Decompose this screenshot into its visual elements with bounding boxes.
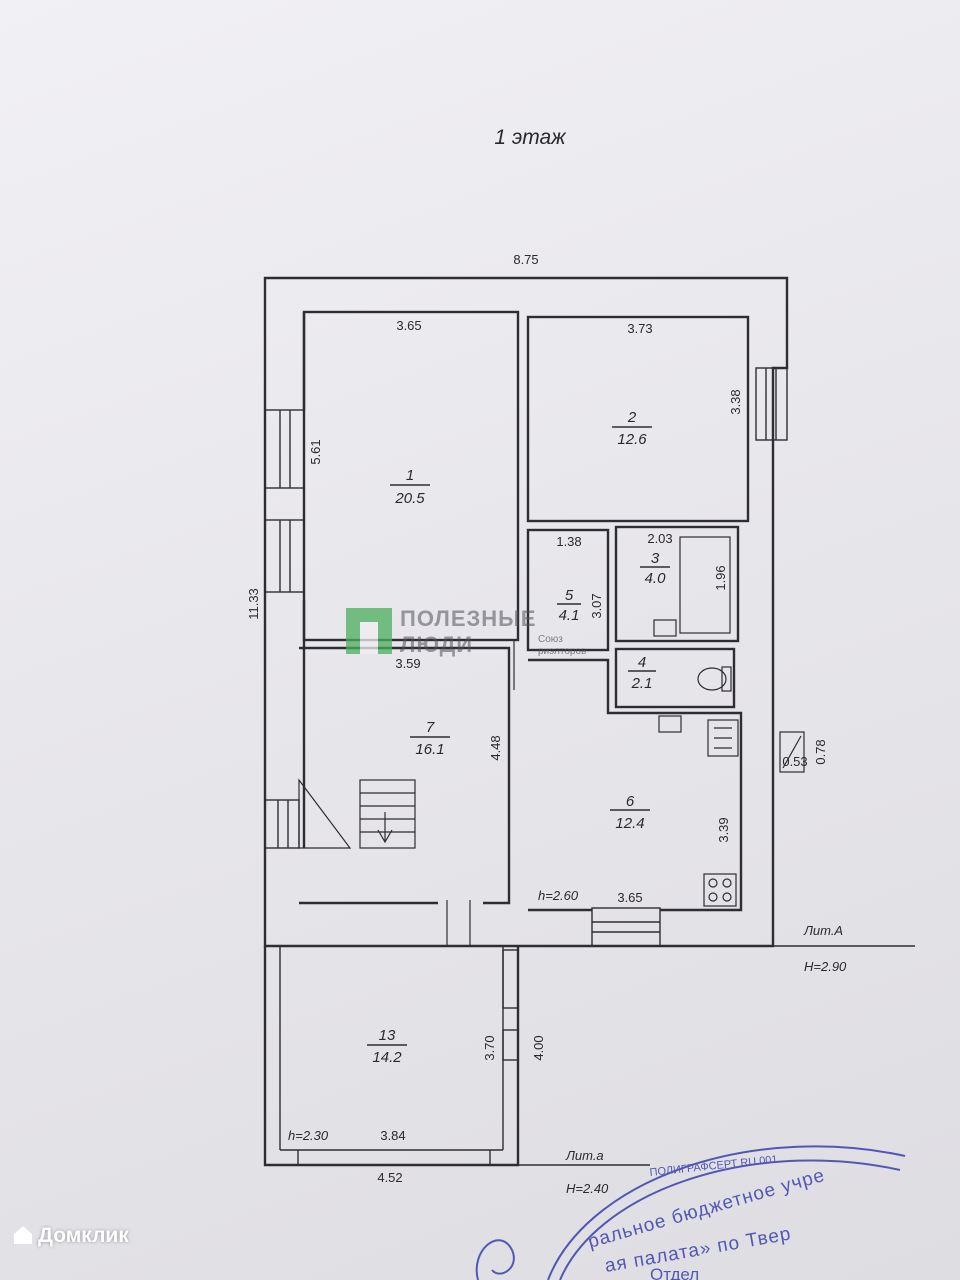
- bathtub: [679, 536, 731, 634]
- watermark-sub2: риэлторов: [538, 646, 587, 657]
- dim-room3-width: 2.03: [647, 531, 672, 546]
- dim-room3-height: 1.96: [713, 565, 728, 590]
- veranda-window-2: [502, 1029, 519, 1061]
- stair-arrow: [377, 812, 393, 844]
- room-7-outline: [299, 646, 511, 905]
- veranda: [263, 946, 520, 1167]
- staircase: [359, 779, 416, 849]
- room-1-label: 1 20.5: [390, 467, 430, 507]
- dim-room1-height: 5.61: [308, 439, 323, 464]
- lit-a-veranda: Лит.а: [565, 1148, 604, 1163]
- veranda-height: h=2.30: [288, 1128, 329, 1143]
- room-area: 4.0: [645, 570, 667, 587]
- room-outlines: [299, 310, 750, 947]
- watermark-sub1: Союз: [538, 634, 563, 645]
- lit-a-main-height: H=2.90: [804, 959, 847, 974]
- svg-text:Отдел: Отдел: [650, 1265, 699, 1280]
- room-number: 2: [627, 409, 637, 426]
- plan-title: 1 этаж: [494, 126, 567, 149]
- dim-room13-height-inner: 3.70: [482, 1035, 497, 1060]
- dim-room2-height: 3.38: [728, 389, 743, 414]
- dim-room6-width: 3.65: [617, 890, 642, 905]
- room-number: 1: [406, 467, 414, 484]
- dim-room2-width: 3.73: [627, 321, 652, 336]
- room-1-outline: [302, 310, 520, 642]
- stove: [703, 873, 737, 907]
- room-area: 16.1: [415, 741, 444, 758]
- room-4-outline: [614, 647, 736, 709]
- agency-watermark: ПОЛЕЗНЫЕ ЛЮДИ Союз риэлторов: [346, 606, 606, 662]
- toilet-tank: [721, 666, 732, 692]
- dim-room5-width: 1.38: [556, 534, 581, 549]
- dim-room5-height: 3.07: [589, 593, 604, 618]
- dim-chimney-height: 0.78: [813, 739, 828, 764]
- dim-room13-width-outer: 4.52: [377, 1170, 402, 1185]
- window-room1: [264, 409, 305, 489]
- chimney: [779, 731, 805, 773]
- dim-room13-width-inner: 3.84: [380, 1128, 405, 1143]
- room-2-label: 2 12.6: [612, 409, 652, 448]
- bath-sink: [653, 619, 677, 637]
- fixtures: [298, 536, 805, 946]
- room-6-outline: [528, 658, 743, 912]
- room-area: 2.1: [631, 675, 653, 692]
- staircase-winder: [298, 778, 352, 849]
- brand-name: Домклик: [38, 1224, 129, 1247]
- room-area: 14.2: [372, 1049, 402, 1066]
- kitchen-height: h=2.60: [538, 888, 579, 903]
- veranda-window-1: [502, 949, 519, 1009]
- room-area: 12.4: [615, 815, 644, 832]
- room-number: 5: [565, 587, 574, 604]
- dim-room7-height: 4.48: [488, 735, 503, 760]
- room-13-label: 13 14.2: [367, 1027, 407, 1066]
- room-area: 4.1: [559, 607, 580, 624]
- room-number: 6: [626, 793, 635, 810]
- svg-text:ПОЛИГРАФСЕРТ RU.001: ПОЛИГРАФСЕРТ RU.001: [649, 1154, 778, 1179]
- agency-logo-icon: [346, 608, 392, 654]
- window-room1-lower: [264, 519, 305, 593]
- room-area: 20.5: [394, 490, 425, 507]
- room-6-label: 6 12.4: [610, 793, 650, 832]
- room-3-outline: [614, 525, 740, 643]
- dim-room7-width: 3.59: [395, 656, 420, 671]
- house-icon: [14, 1226, 32, 1244]
- watermark-line2: ЛЮДИ: [400, 632, 474, 657]
- domclick-brand: Домклик: [14, 1224, 129, 1248]
- kitchen-appliance: [707, 719, 739, 757]
- room-5-label: 5 4.1: [557, 587, 581, 624]
- room-5-outline: [526, 528, 610, 652]
- dim-chimney-width: 0.53: [782, 754, 807, 769]
- window-room2: [755, 367, 788, 441]
- room-3-label: 3 4.0: [640, 550, 670, 587]
- lit-a-veranda-height: H=2.40: [566, 1181, 609, 1196]
- room-7-label: 7 16.1: [410, 719, 450, 758]
- room-2-outline: [526, 315, 750, 523]
- kitchen-window: [591, 907, 661, 947]
- dim-room1-width: 3.65: [396, 318, 421, 333]
- lit-a-main: Лит.А: [803, 923, 843, 938]
- official-stamp: ПОЛИГРАФСЕРТ RU.001 ральное бюджетное уч…: [475, 1145, 906, 1280]
- room-area: 12.6: [617, 431, 647, 448]
- dim-overall-height: 11.33: [246, 588, 261, 620]
- kitchen-sink: [658, 715, 682, 733]
- dim-overall-width: 8.75: [513, 252, 538, 267]
- dim-room13-height-outer: 4.00: [531, 1035, 546, 1060]
- watermark-line1: ПОЛЕЗНЫЕ: [400, 606, 537, 631]
- room-4-label: 4 2.1: [628, 654, 656, 692]
- room-number: 4: [638, 654, 646, 671]
- window-room7: [264, 799, 300, 849]
- room-number: 3: [651, 550, 660, 567]
- room-number: 7: [426, 719, 435, 736]
- toilet: [697, 667, 727, 691]
- dim-room6-height: 3.39: [716, 817, 731, 842]
- room-number: 13: [379, 1027, 396, 1044]
